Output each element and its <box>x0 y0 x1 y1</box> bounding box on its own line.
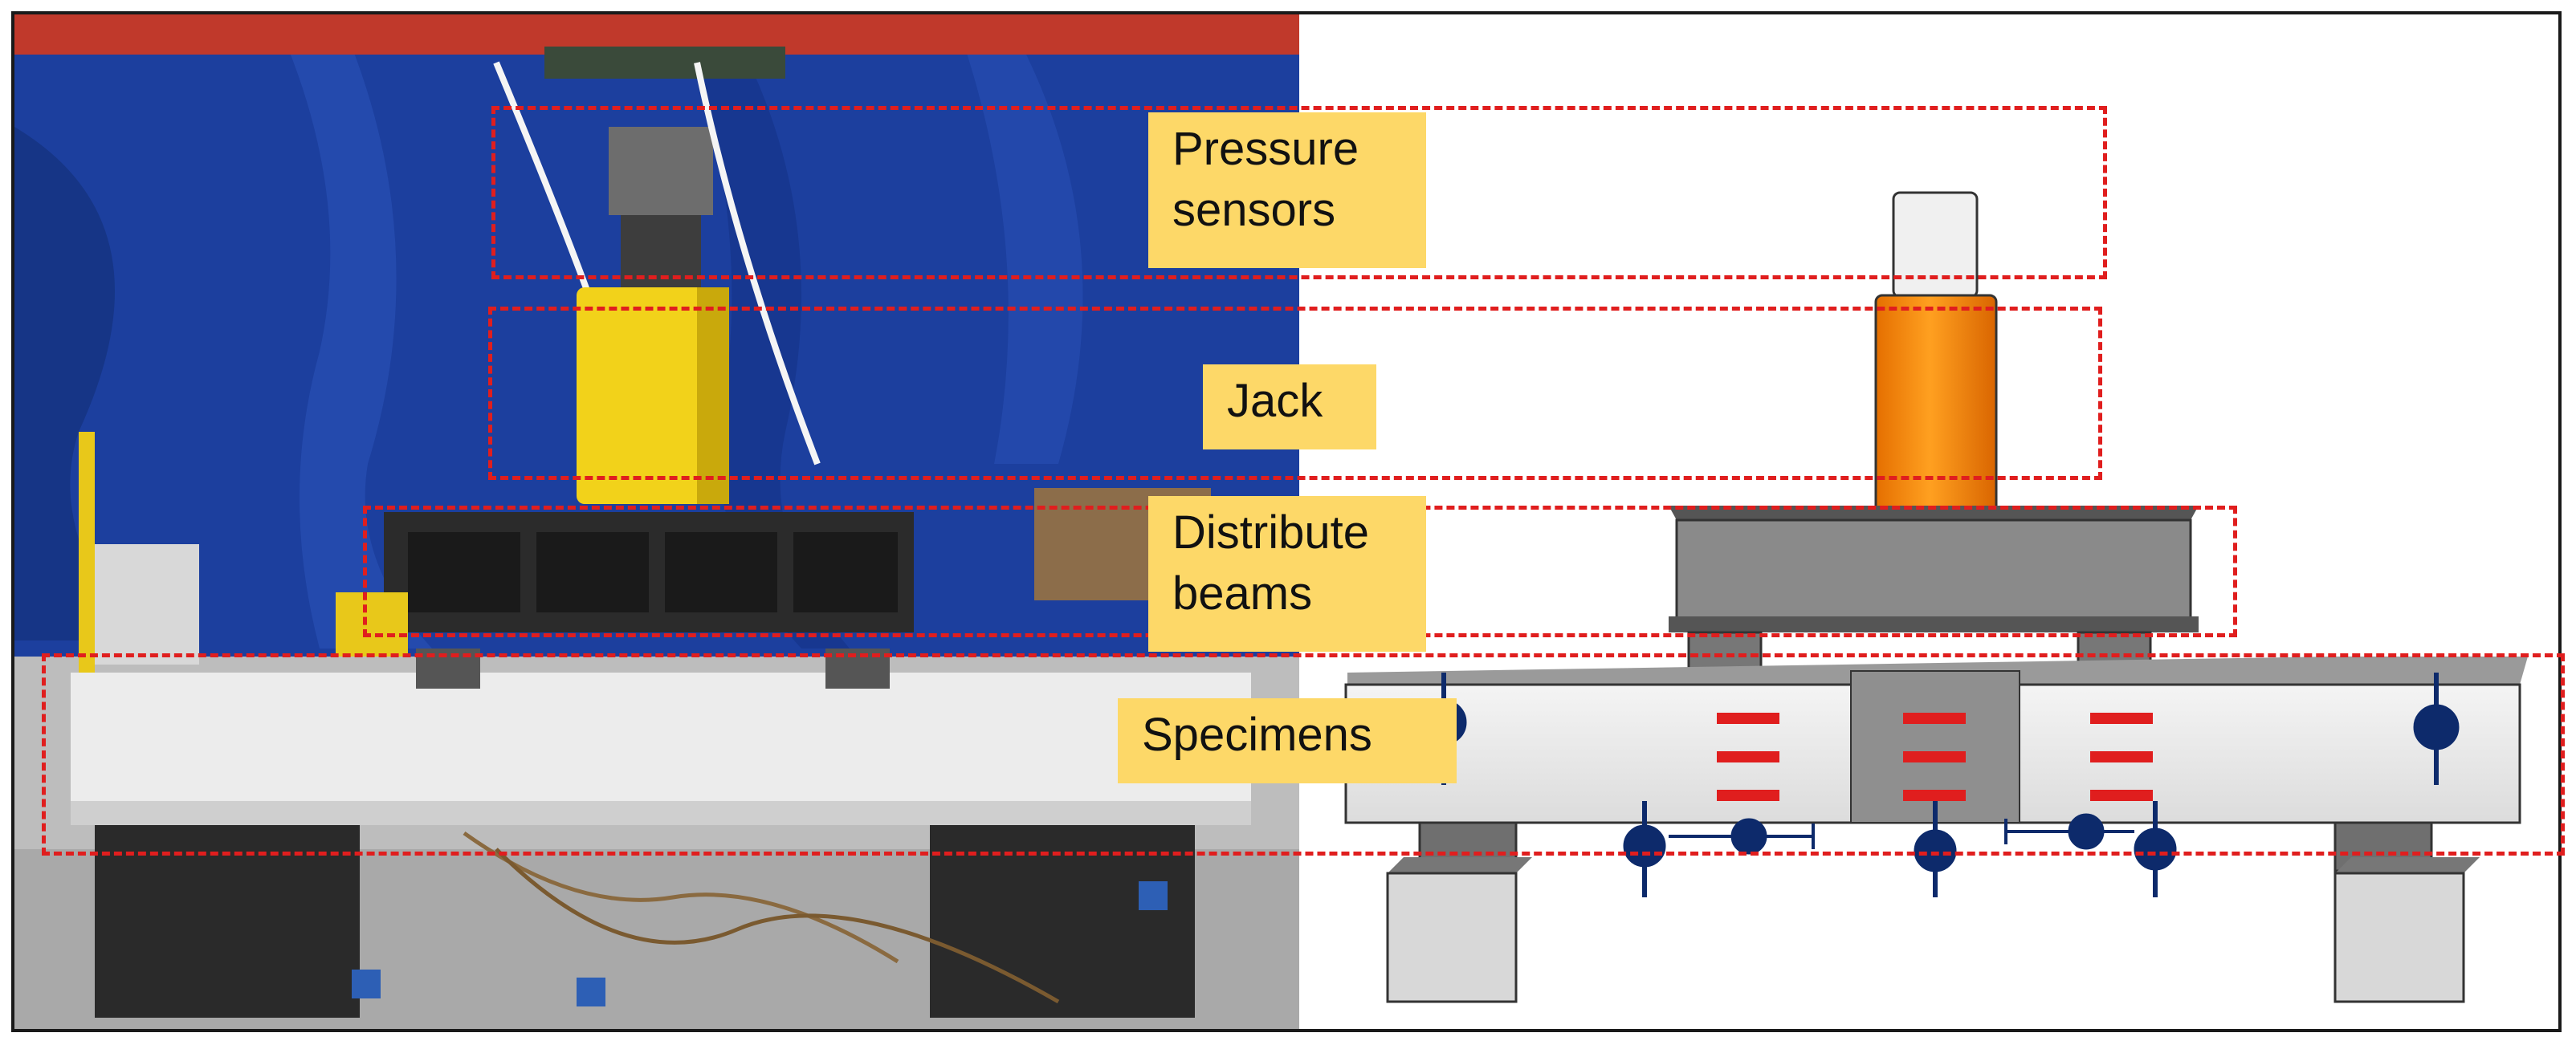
instrument-wires <box>463 831 899 964</box>
strain-gauge-icon <box>1903 713 1966 724</box>
support-pedestal-right <box>2335 857 2480 873</box>
distribution-beam-model <box>1675 518 2192 626</box>
strain-gauge-icon <box>1717 790 1779 801</box>
cable-reel <box>87 544 199 665</box>
distribution-beam-flange <box>1669 616 2199 632</box>
strain-gauge-icon <box>2090 751 2153 762</box>
strain-gauge-icon <box>1717 713 1779 724</box>
distribute-beams-label: Distribute beams <box>1148 496 1426 652</box>
backdrop-fold <box>287 47 432 649</box>
beam-cell <box>793 532 898 612</box>
concrete-specimen-photo <box>71 673 1251 825</box>
magnetic-base <box>352 970 381 998</box>
displacement-gauge-icon <box>1914 829 1957 872</box>
beam-cell <box>408 532 520 612</box>
reaction-frame-plate <box>544 47 785 79</box>
strain-gauge-icon <box>2090 790 2153 801</box>
load-cell-photo <box>609 127 713 215</box>
cable-reel-stand <box>79 432 95 673</box>
specimen-shadow <box>71 801 1251 825</box>
bearing-photo <box>416 649 480 689</box>
displacement-gauge-icon <box>1623 824 1666 868</box>
jack-shadow <box>697 287 729 504</box>
strain-gauge-icon <box>1717 751 1779 762</box>
magnetic-base <box>1139 881 1168 910</box>
strain-gauge-icon <box>1903 790 1966 801</box>
support-block-right <box>930 825 1195 1018</box>
strain-gauge-icon <box>2090 713 2153 724</box>
displacement-gauges <box>1420 673 2460 897</box>
beam-cell <box>665 532 777 612</box>
hydraulic-jack-model <box>1874 294 1998 514</box>
support-pedestal-left <box>1388 857 1532 873</box>
backdrop-fold <box>962 39 1083 464</box>
yellow-pump <box>336 592 408 657</box>
instrument-wires <box>495 848 1060 1004</box>
pressure-sensor-model <box>1892 191 1979 299</box>
jack-label: Jack <box>1203 364 1376 449</box>
support-pedestal-right-body <box>2333 872 2465 1003</box>
pressure-sensors-label: Pressure sensors <box>1148 112 1426 268</box>
distribution-beam-top <box>1669 506 2199 520</box>
support-block-left <box>95 825 360 1018</box>
beam-cell <box>536 532 649 612</box>
backdrop-folds <box>14 127 135 640</box>
strain-gauge-icon <box>1903 751 1966 762</box>
hydraulic-jack-photo <box>577 287 729 504</box>
test-setup-model <box>1344 191 2528 1003</box>
bearing-photo <box>825 649 890 689</box>
displacement-gauge-icon <box>2134 827 2177 871</box>
support-pedestal-left-body <box>1386 872 1518 1003</box>
test-setup-photo <box>14 14 1299 1029</box>
load-cell-body <box>621 215 701 287</box>
magnetic-base <box>577 978 605 1006</box>
displacement-gauge-icon <box>2413 704 2460 750</box>
strain-gauges <box>1717 713 2153 801</box>
rope <box>694 62 821 466</box>
specimens-label: Specimens <box>1118 698 1457 783</box>
